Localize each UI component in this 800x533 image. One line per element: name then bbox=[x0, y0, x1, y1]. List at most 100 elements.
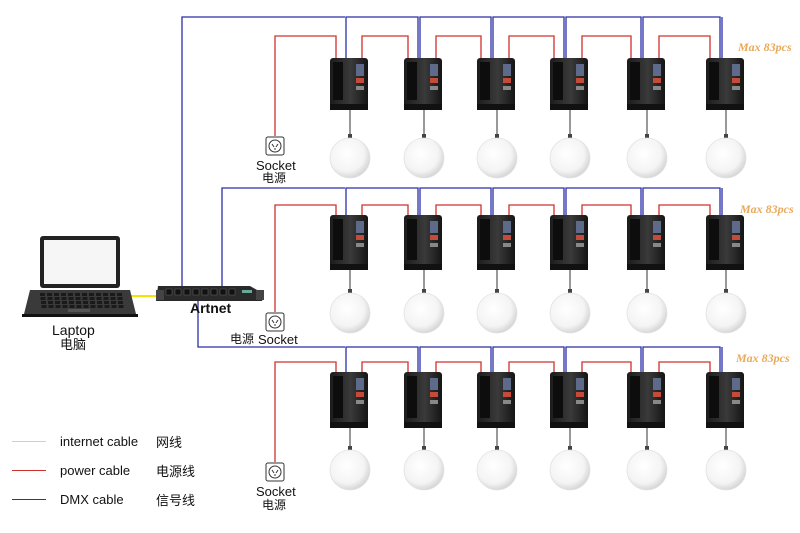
row-3-socket-label: Socket bbox=[256, 484, 296, 499]
power-cable-row-2-link-3 bbox=[508, 204, 555, 221]
unit-side-panel bbox=[553, 62, 563, 100]
unit-base bbox=[404, 264, 442, 270]
power-cable-row-3-link-1 bbox=[361, 361, 409, 378]
unit-port bbox=[576, 400, 584, 404]
laptop-key bbox=[40, 293, 45, 296]
power-cable-row-2-link-4 bbox=[581, 204, 632, 221]
laptop-label: Laptop bbox=[52, 322, 95, 338]
legend-item-power: power cable 电源线 bbox=[12, 462, 196, 479]
ball-cap bbox=[348, 134, 352, 139]
laptop-key bbox=[55, 305, 61, 308]
controller-port bbox=[183, 288, 191, 296]
led-ball-icon bbox=[705, 292, 747, 334]
ball-cap bbox=[495, 134, 499, 139]
laptop-key bbox=[69, 305, 75, 308]
row-2-max-label: Max 83pcs bbox=[740, 202, 794, 216]
unit-display bbox=[653, 221, 661, 233]
unit-display bbox=[576, 64, 584, 76]
power-cable-swatch bbox=[12, 469, 46, 471]
laptop-key bbox=[47, 297, 53, 300]
power-cable-row-1-link-1 bbox=[361, 35, 409, 64]
power-socket-icon bbox=[265, 136, 285, 156]
unit-base bbox=[330, 264, 368, 270]
ball-cap bbox=[568, 446, 572, 451]
unit-port bbox=[732, 400, 740, 404]
laptop-screen bbox=[44, 240, 116, 284]
unit-port bbox=[430, 400, 438, 404]
ball-cap bbox=[645, 289, 649, 294]
kinetic-winch-unit-icon bbox=[330, 215, 368, 270]
unit-port bbox=[732, 243, 740, 247]
socket-ring bbox=[268, 315, 282, 329]
laptop-key bbox=[75, 293, 80, 296]
controller-port bbox=[165, 288, 173, 296]
dmx-cable-row-2-link-4 bbox=[565, 187, 642, 219]
controller-led bbox=[242, 290, 252, 293]
unit-base bbox=[550, 104, 588, 110]
laptop-key bbox=[118, 305, 124, 308]
unit-connector bbox=[653, 235, 661, 240]
unit-side-panel bbox=[553, 219, 563, 260]
ball-cap bbox=[645, 134, 649, 139]
controller-port bbox=[201, 288, 209, 296]
led-ball-icon bbox=[329, 449, 371, 491]
laptop-key bbox=[40, 297, 46, 300]
kinetic-winch-unit-icon bbox=[706, 372, 744, 428]
dmx-cable-row-1-link-2 bbox=[419, 16, 492, 62]
unit-connector bbox=[503, 235, 511, 240]
laptop-key bbox=[55, 301, 60, 304]
led-ball-icon bbox=[549, 449, 591, 491]
led-ball-icon bbox=[403, 292, 445, 334]
unit-port bbox=[356, 400, 364, 404]
controller-ear bbox=[156, 290, 164, 300]
unit-base bbox=[404, 104, 442, 110]
led-ball-icon bbox=[476, 449, 518, 491]
unit-display bbox=[732, 64, 740, 76]
laptop-key bbox=[117, 293, 122, 296]
power-cable-row-1-link-5 bbox=[658, 35, 711, 64]
laptop-key bbox=[110, 293, 115, 296]
unit-port bbox=[576, 243, 584, 247]
artnet-controller-icon bbox=[156, 286, 264, 301]
ball-cap bbox=[422, 289, 426, 294]
power-cable-row-2-link-1 bbox=[361, 204, 409, 221]
unit-base bbox=[404, 422, 442, 428]
unit-side-panel bbox=[333, 376, 343, 418]
row-3-socket-cn: 电源 bbox=[262, 498, 287, 512]
internet-cable-swatch bbox=[12, 440, 46, 442]
dmx-cable-row-3-link-2 bbox=[419, 346, 492, 376]
power-cable-row-2-link-2 bbox=[435, 204, 482, 221]
unit-base bbox=[330, 422, 368, 428]
unit-connector bbox=[732, 392, 740, 397]
power-cable-row-3-link-3 bbox=[508, 361, 555, 378]
led-ball-icon bbox=[476, 137, 518, 179]
ball-cap bbox=[422, 446, 426, 451]
laptop-key bbox=[118, 301, 123, 304]
kinetic-winch-unit-icon bbox=[330, 372, 368, 428]
unit-display bbox=[503, 64, 511, 76]
kinetic-winch-unit-icon bbox=[706, 58, 744, 110]
laptop-key bbox=[48, 305, 54, 308]
controller-port bbox=[174, 288, 182, 296]
unit-display bbox=[653, 64, 661, 76]
laptop-key bbox=[104, 301, 109, 304]
unit-port bbox=[356, 243, 364, 247]
row-1-socket-label: Socket bbox=[256, 158, 296, 173]
dmx-cable-row-2-link-2 bbox=[419, 187, 492, 219]
unit-side-panel bbox=[333, 219, 343, 260]
unit-side-panel bbox=[709, 219, 719, 260]
ball-cap bbox=[495, 446, 499, 451]
unit-display bbox=[356, 64, 364, 76]
led-ball-icon bbox=[626, 292, 668, 334]
unit-side-panel bbox=[480, 219, 490, 260]
unit-connector bbox=[732, 78, 740, 83]
laptop-front-edge bbox=[22, 314, 138, 317]
laptop-key bbox=[41, 305, 47, 308]
dmx-cable-row-1-link-3 bbox=[492, 16, 565, 62]
laptop-key bbox=[76, 301, 81, 304]
ball-cap bbox=[645, 446, 649, 451]
led-ball-icon bbox=[476, 292, 518, 334]
legend-label-cn: 电源线 bbox=[156, 463, 196, 479]
kinetic-winch-unit-icon bbox=[627, 58, 665, 110]
ball-cap bbox=[348, 446, 352, 451]
